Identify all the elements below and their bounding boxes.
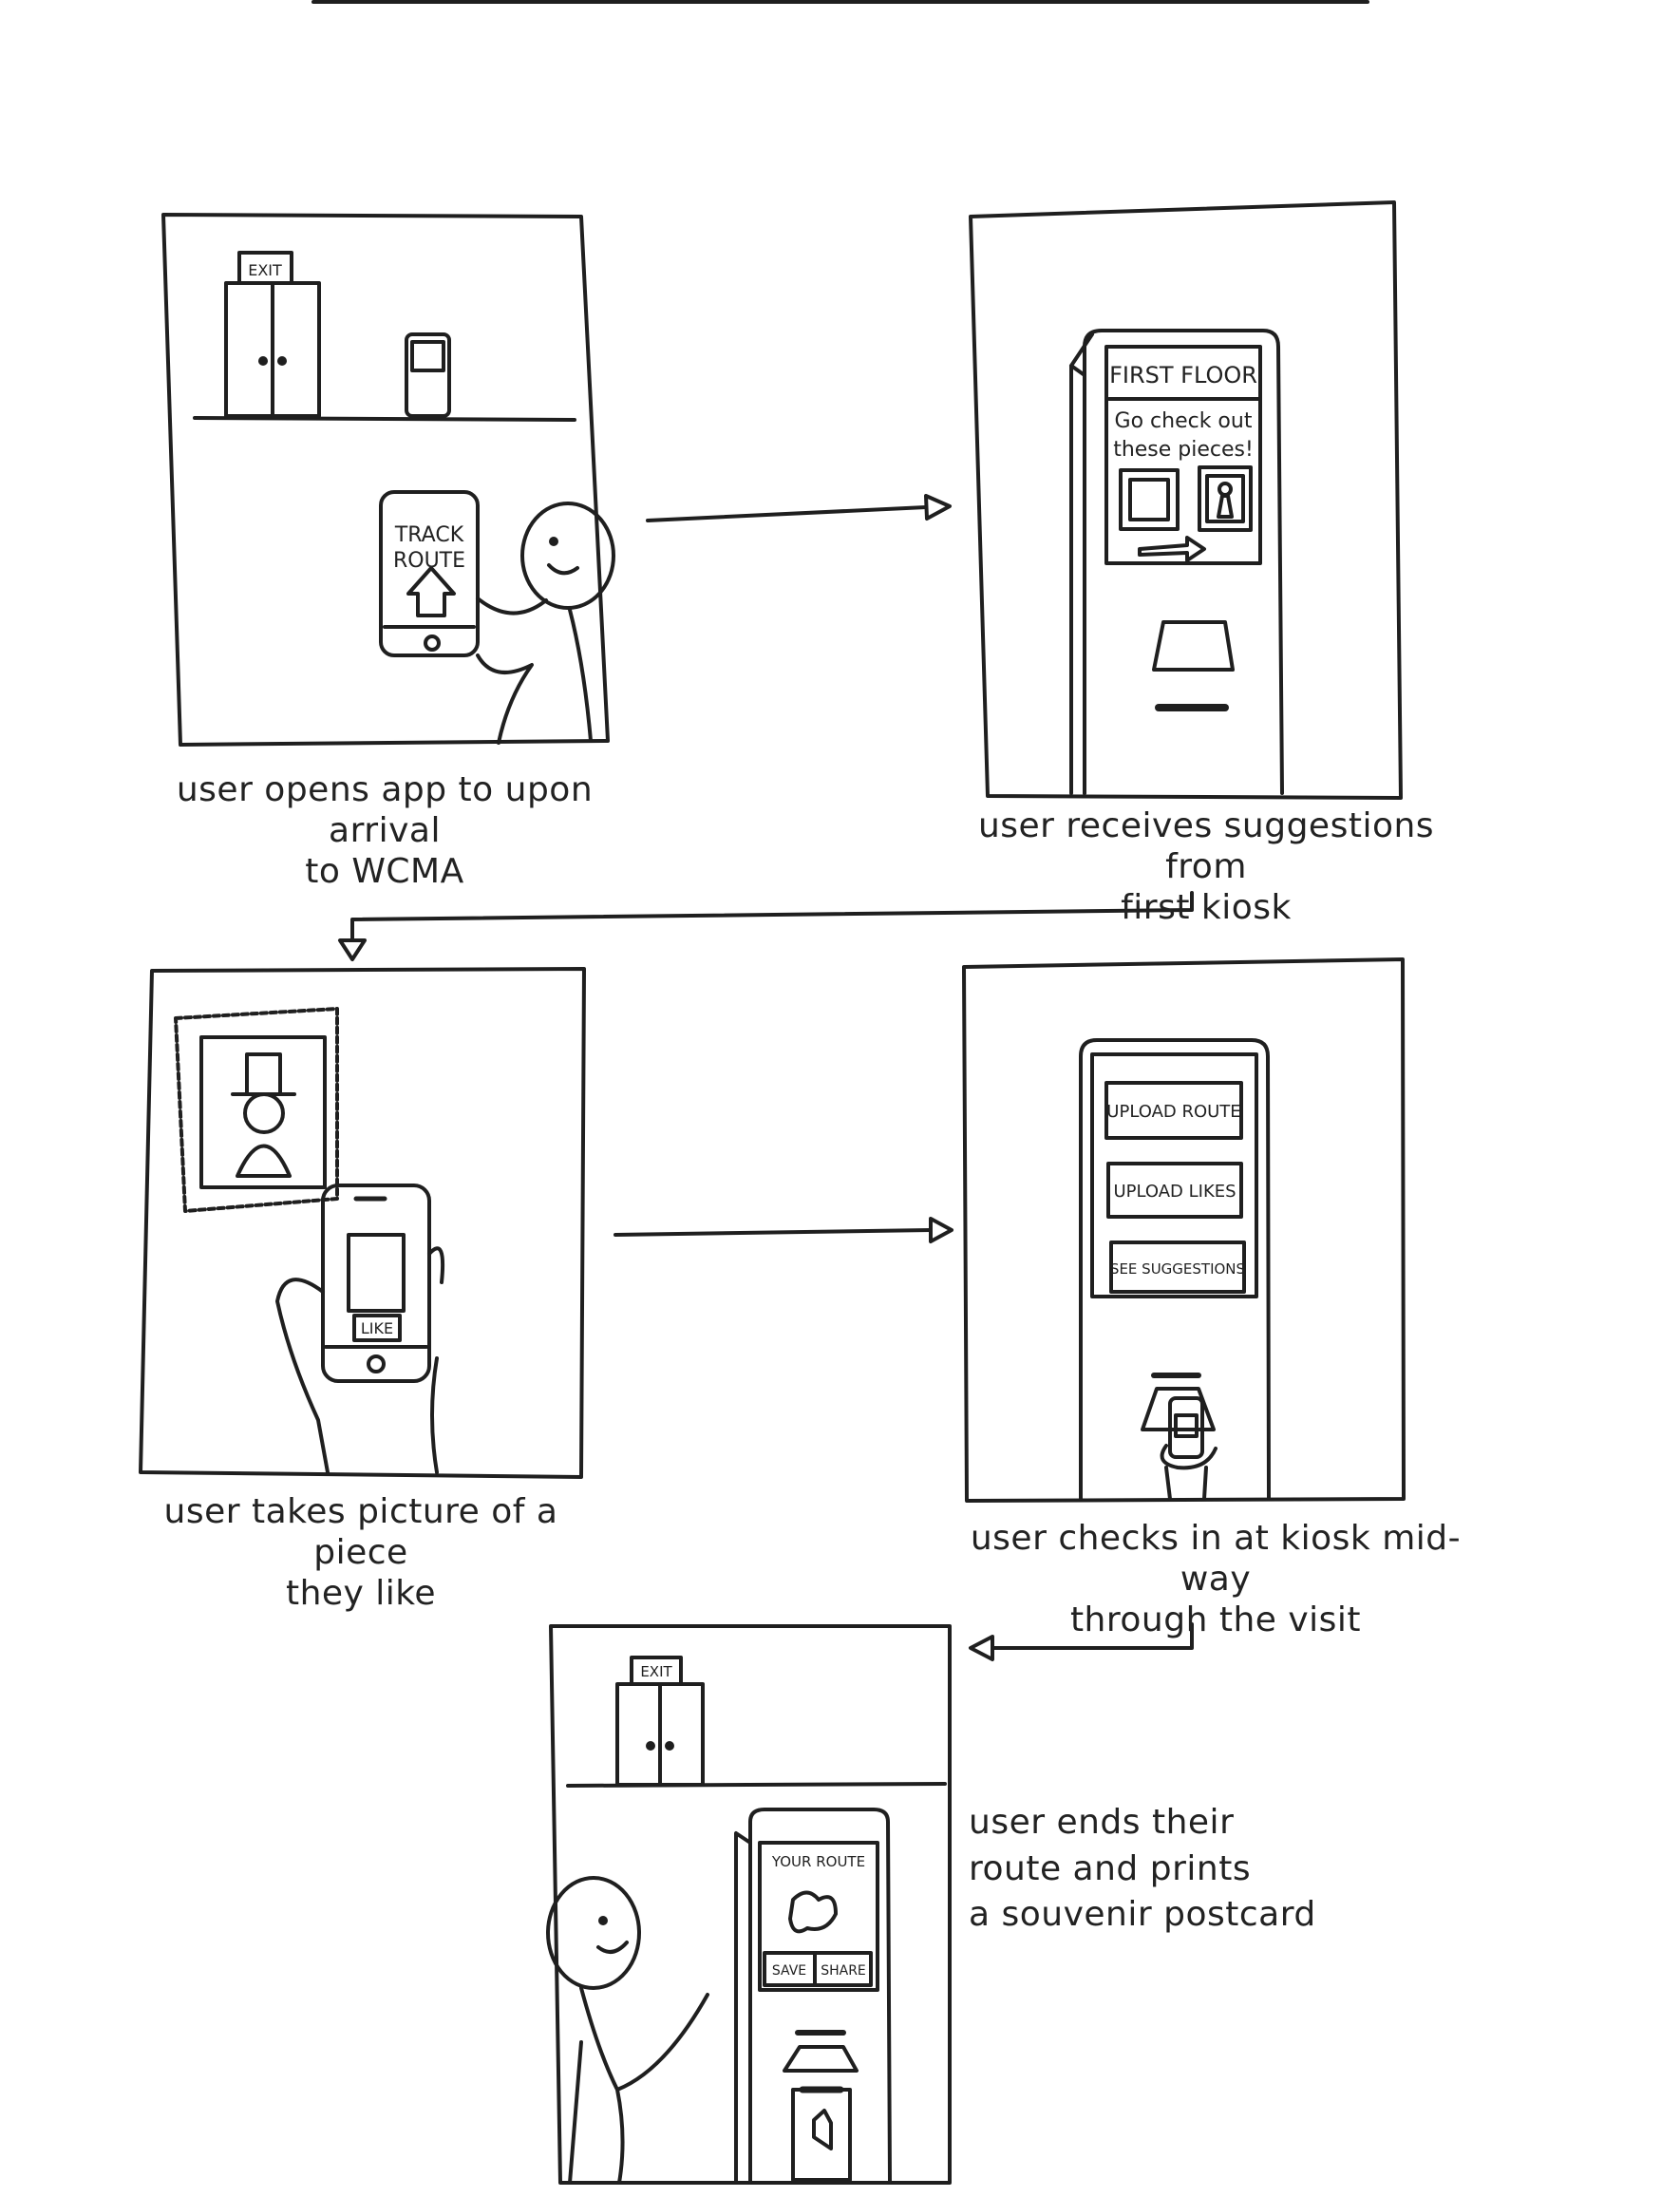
kiosk-line-1: Go check out: [1115, 409, 1253, 433]
caption-line: user receives suggestions from: [977, 806, 1435, 887]
see-suggestions-button[interactable]: [1109, 1241, 1246, 1294]
upload-likes-label: UPLOAD LIKES: [1113, 1182, 1236, 1202]
screen-title: YOUR ROUTE: [771, 1853, 865, 1870]
panel-picture: [139, 967, 586, 1479]
arrow-4-to-5: [991, 1622, 1194, 1650]
kiosk-screen: [1104, 345, 1262, 565]
person-head: [520, 502, 615, 610]
arrow-head-2: [338, 938, 367, 961]
panel-frame: [139, 967, 586, 1479]
photo-thumb: [347, 1233, 406, 1313]
caption-line: they like: [285, 1574, 437, 1614]
kiosk-screen: [758, 1841, 879, 1992]
panel-arrival: [161, 213, 615, 747]
arrow-up-icon: [406, 566, 456, 617]
kiosk-title: FIRST FLOOR: [1109, 362, 1257, 388]
kiosk-side: [1069, 364, 1086, 795]
upload-route-button[interactable]: [1104, 1081, 1243, 1140]
panel-arrival-text: EXIT TRACK ROUTE: [248, 261, 465, 573]
panel-frame: [161, 213, 610, 747]
like-button: [352, 1314, 402, 1342]
arrow-2-to-3: [350, 891, 1194, 942]
postcard-icon: [791, 2088, 852, 2182]
kiosk-screen: [1090, 1052, 1258, 1298]
exit-sign: [237, 251, 293, 285]
phone-qr-icon: [1168, 1396, 1204, 1459]
caption-first-kiosk: user receives suggestions from first kio…: [969, 805, 1444, 929]
artwork-thumb-2: [1198, 465, 1253, 532]
caption-line: through the visit: [1069, 1600, 1362, 1640]
panel-frame: [549, 1624, 952, 2185]
route-map-icon: [788, 1890, 838, 1934]
kiosk-body: [1079, 1038, 1271, 1501]
kiosk-small-icon: [405, 332, 451, 418]
caption-line: first kiosk: [1121, 888, 1292, 928]
phone-icon: [379, 490, 480, 657]
caption-line: user checks in at kiosk mid-way: [970, 1519, 1462, 1600]
printer-slot: [783, 2045, 859, 2073]
arrow-head-1: [924, 494, 952, 521]
panel-checkin: [962, 957, 1406, 1503]
arrow-right-icon: [1138, 536, 1206, 562]
upload-route-label: UPLOAD ROUTE: [1106, 1102, 1240, 1122]
panel-picture-text: LIKE: [361, 1319, 393, 1337]
upload-likes-button[interactable]: [1106, 1162, 1243, 1219]
phone-line-2: ROUTE: [393, 549, 465, 573]
caption-picture: user takes picture of a piece they like: [133, 1491, 589, 1615]
framed-painting: [174, 1007, 339, 1213]
exit-sign-label: EXIT: [248, 261, 282, 279]
arrow-1-to-2: [646, 505, 928, 522]
arrow-head-3: [929, 1217, 953, 1243]
caption-end: user ends their route and prints a souve…: [969, 1800, 1349, 1939]
caption-line: route and prints: [969, 1848, 1252, 1888]
kiosk-slot: [1152, 620, 1235, 672]
kiosk-line-2: these pieces!: [1113, 438, 1254, 462]
person-head: [546, 1876, 641, 1990]
wall-line: [193, 416, 576, 422]
caption-line: user ends their: [969, 1803, 1235, 1842]
share-label: SHARE: [821, 1963, 866, 1979]
panel-first-kiosk: [969, 200, 1403, 800]
kiosk-side: [734, 1831, 752, 2185]
arrow-3-to-4: [613, 1228, 933, 1237]
caption-line: a souvenir postcard: [969, 1895, 1316, 1935]
save-label: SAVE: [772, 1963, 806, 1979]
hand: [275, 1246, 445, 1474]
phone-icon: [321, 1184, 431, 1383]
exit-sign: [630, 1656, 683, 1686]
panel-frame: [962, 957, 1406, 1503]
scanner: [1141, 1387, 1216, 1431]
exit-sign-label: EXIT: [640, 1663, 672, 1680]
panel-frame: [969, 200, 1403, 800]
kiosk-body: [1083, 329, 1284, 795]
panel-end: [546, 1624, 952, 2185]
phone-line-1: TRACK: [394, 523, 464, 547]
artwork-thumb-1: [1119, 468, 1180, 531]
kiosk-body: [748, 1808, 892, 2185]
caption-line: to WCMA: [305, 852, 464, 892]
caption-arrival: user opens app to upon arrival to WCMA: [161, 769, 608, 893]
caption-line: user takes picture of a piece: [163, 1492, 558, 1573]
caption-line: user opens app to upon arrival: [176, 770, 594, 851]
caption-checkin: user checks in at kiosk mid-way through …: [964, 1518, 1467, 1641]
panel-end-text: EXIT YOUR ROUTE SAVE SHARE: [640, 1663, 865, 1979]
like-label: LIKE: [361, 1319, 393, 1337]
panel-checkin-text: UPLOAD ROUTE UPLOAD LIKES SEE SUGGESTION…: [1106, 1102, 1245, 1278]
arrow-head-4: [969, 1635, 994, 1661]
panel-first-kiosk-text: FIRST FLOOR Go check out these pieces!: [1109, 362, 1257, 462]
see-suggestions-label: SEE SUGGESTIONS: [1110, 1260, 1245, 1278]
